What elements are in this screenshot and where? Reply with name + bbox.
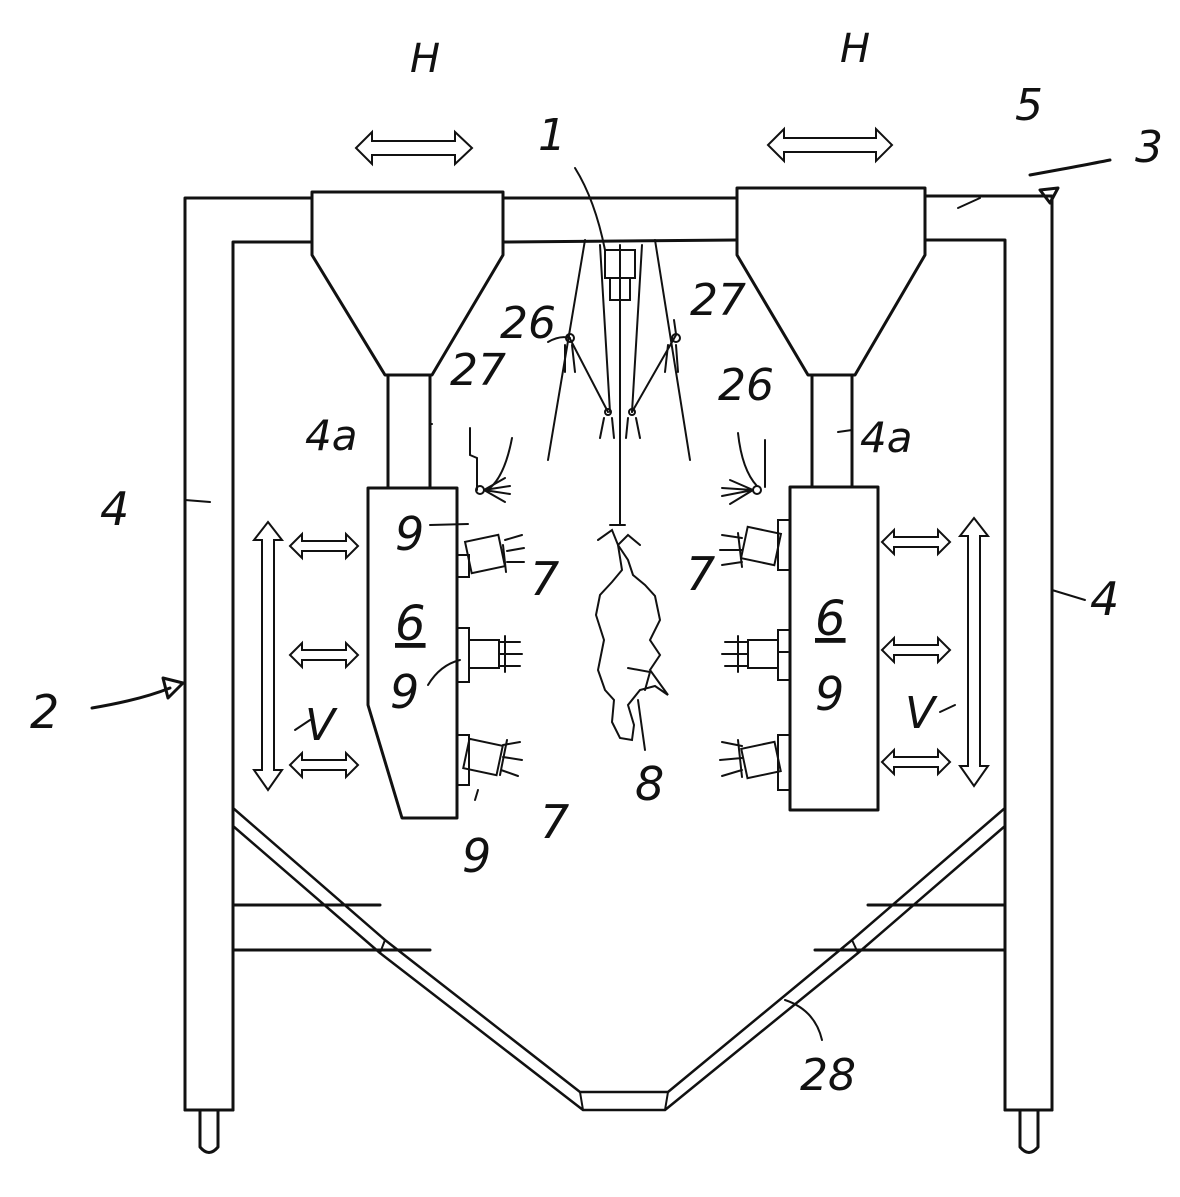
center-hanger xyxy=(548,240,690,525)
arrow-right-small-1 xyxy=(882,530,950,554)
label-6-left: 6 xyxy=(395,596,426,652)
label-2: 2 xyxy=(30,685,59,739)
label-H-left: H xyxy=(410,36,440,82)
label-6-right: 6 xyxy=(815,591,846,647)
reference-labels: H H 1 5 3 26 27 27 26 4a 4a 4 4 9 6 9 9 … xyxy=(30,26,1163,1101)
label-1: 1 xyxy=(538,110,566,161)
label-V-left: V xyxy=(305,700,338,751)
frame xyxy=(185,196,1052,1153)
label-5: 5 xyxy=(1015,80,1043,131)
hopper-inner xyxy=(233,826,1005,1110)
label-26-right: 26 xyxy=(718,360,774,411)
arrow-left-small-1 xyxy=(290,534,358,558)
arrow-v-right xyxy=(960,518,988,786)
foot-right xyxy=(1020,1110,1038,1153)
label-9-c: 9 xyxy=(462,829,491,883)
label-27-left: 27 xyxy=(450,345,506,396)
label-3: 3 xyxy=(1135,122,1163,173)
right-nozzle-low xyxy=(720,735,790,790)
right-spray-26 xyxy=(722,440,765,504)
arrow-v-left xyxy=(254,522,282,790)
left-carriage xyxy=(312,192,524,818)
label-9-b: 9 xyxy=(390,665,419,719)
label-9-a: 9 xyxy=(395,507,424,561)
right-nozzle-mid xyxy=(722,630,790,680)
arrow-left-small-2 xyxy=(290,643,358,667)
arrow-right-small-2 xyxy=(882,638,950,662)
label-7-c: 7 xyxy=(686,547,715,601)
label-28: 28 xyxy=(800,1050,856,1101)
collection-hopper xyxy=(233,808,1005,1110)
label-7-a: 7 xyxy=(530,552,559,606)
label-H-right: H xyxy=(840,26,870,72)
label-V-right: V xyxy=(905,688,938,739)
arrow-left-small-3 xyxy=(290,753,358,777)
left-nozzle-top xyxy=(457,535,524,577)
carcass-outline xyxy=(596,545,668,740)
left-column-4a xyxy=(388,375,430,488)
frame-outer xyxy=(185,196,1052,1110)
label-26-top: 26 xyxy=(500,298,556,349)
foot-left xyxy=(200,1110,218,1153)
label-7-b: 7 xyxy=(540,795,569,849)
label-4-left: 4 xyxy=(100,482,129,536)
label-8: 8 xyxy=(635,757,664,811)
label-4a-right: 4a xyxy=(860,413,912,462)
poultry-carcass xyxy=(596,525,668,740)
arrow-h-left xyxy=(356,132,472,164)
right-slide-head xyxy=(737,188,925,375)
label-9-right: 9 xyxy=(815,667,844,721)
arrow-right-small-3 xyxy=(882,750,950,774)
left-nozzle-low xyxy=(457,735,522,785)
right-nozzle-top xyxy=(720,520,790,570)
label-27-top: 27 xyxy=(690,275,746,326)
right-nozzle-bar-6 xyxy=(790,487,878,810)
label-4-right: 4 xyxy=(1090,572,1119,626)
leader-lines xyxy=(92,160,1110,1040)
arrow-h-right xyxy=(768,129,892,161)
label-4a-left: 4a xyxy=(305,411,357,460)
left-nozzle-mid xyxy=(457,628,522,682)
